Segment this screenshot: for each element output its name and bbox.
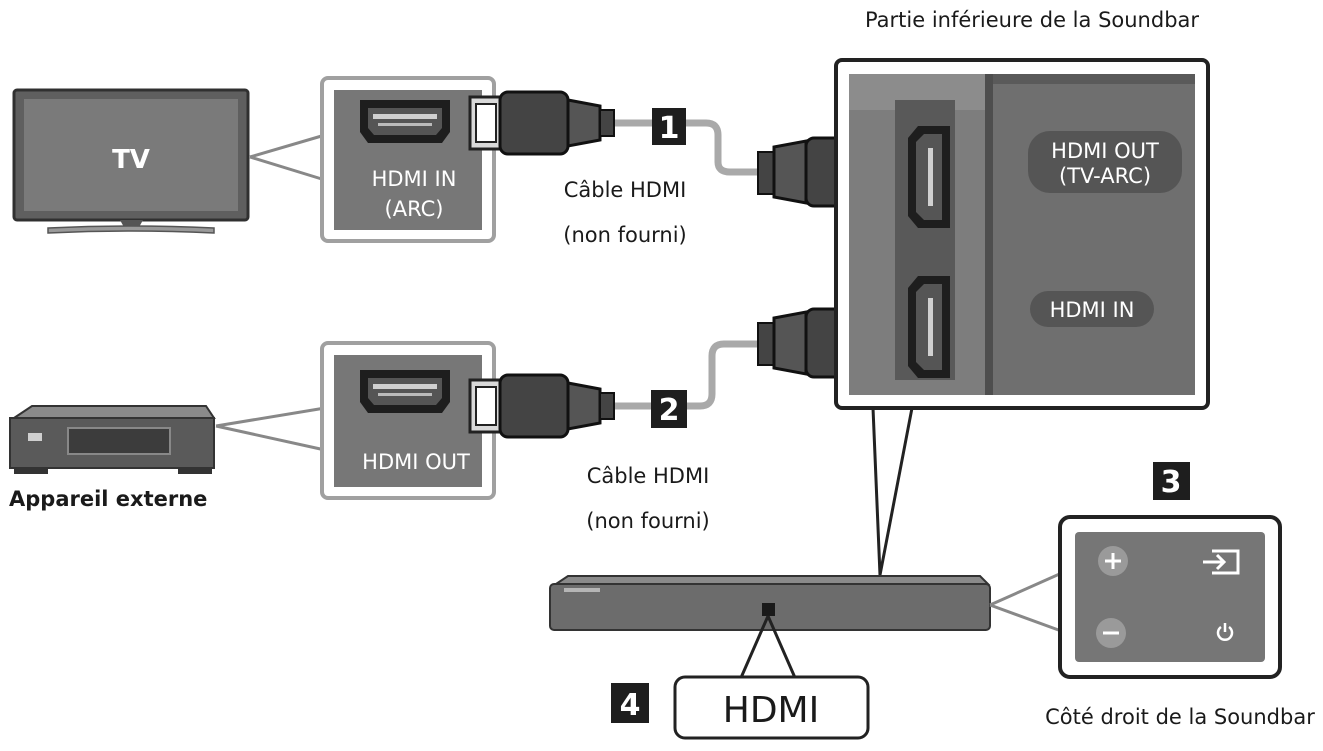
soundbar-hdmi-out-socket bbox=[908, 126, 950, 228]
volume-up-icon bbox=[1098, 546, 1128, 576]
soundbar-hdmi-in-socket bbox=[908, 276, 950, 378]
cable-2-label: Câble HDMI bbox=[587, 464, 710, 488]
volume-down-icon bbox=[1096, 618, 1126, 648]
cable-1-label: Câble HDMI bbox=[564, 178, 687, 202]
tv-port-label-arc: (ARC) bbox=[385, 197, 444, 221]
svg-text:4: 4 bbox=[620, 688, 641, 723]
step-3-badge: 3 bbox=[1153, 462, 1190, 500]
tv-label: TV bbox=[112, 145, 150, 175]
power-icon bbox=[1216, 623, 1234, 641]
tv-callout-line bbox=[249, 133, 326, 182]
soundbar-bottom-callout-line bbox=[871, 407, 914, 576]
hdmi-indicator-callout bbox=[738, 615, 798, 681]
hdmi-socket-icon bbox=[360, 100, 450, 143]
soundbar-port-in-label: HDMI IN bbox=[1050, 298, 1135, 322]
external-device-illustration bbox=[9, 405, 216, 474]
soundbar-port-out-label: HDMI OUT bbox=[1051, 139, 1159, 163]
svg-text:1: 1 bbox=[659, 111, 680, 146]
tv-port-label: HDMI IN bbox=[372, 167, 457, 191]
step-2-badge: 2 bbox=[651, 390, 687, 428]
hdmi-indicator-label: HDMI bbox=[723, 690, 819, 731]
step-4-badge: 4 bbox=[611, 683, 649, 723]
source-input-icon bbox=[1203, 549, 1240, 575]
soundbar-side-panel bbox=[1058, 515, 1282, 679]
hdmi-out-label-box bbox=[1028, 131, 1182, 193]
cable-1-note: (non fourni) bbox=[563, 223, 687, 247]
cable-2-note: (non fourni) bbox=[586, 509, 710, 533]
tv-illustration: TV bbox=[12, 88, 250, 234]
soundbar-side-label: Côté droit de la Soundbar bbox=[1045, 705, 1315, 729]
svg-text:2: 2 bbox=[659, 393, 680, 428]
device-callout-line bbox=[215, 406, 326, 452]
device-hdmi-out-panel: HDMI OUT bbox=[320, 341, 496, 500]
device-port-label: HDMI OUT bbox=[362, 450, 470, 474]
hdmi-indicator-led bbox=[762, 603, 775, 616]
hdmi-in-label-box bbox=[1030, 291, 1154, 327]
svg-text:3: 3 bbox=[1161, 465, 1182, 500]
soundbar-bottom-panel: HDMI OUT (TV-ARC) HDMI IN bbox=[834, 58, 1210, 410]
external-device-label: Appareil externe bbox=[9, 487, 207, 511]
soundbar-port-out-arc: (TV-ARC) bbox=[1059, 164, 1151, 188]
soundbar-bottom-title: Partie inférieure de la Soundbar bbox=[865, 8, 1199, 32]
hdmi-socket-icon bbox=[360, 370, 450, 413]
hdmi-indicator-box bbox=[673, 675, 870, 740]
side-callout-line bbox=[989, 570, 1065, 634]
soundbar-illustration bbox=[549, 575, 991, 631]
step-1-badge: 1 bbox=[652, 108, 686, 146]
tv-hdmi-in-panel: HDMI IN (ARC) bbox=[320, 76, 496, 243]
